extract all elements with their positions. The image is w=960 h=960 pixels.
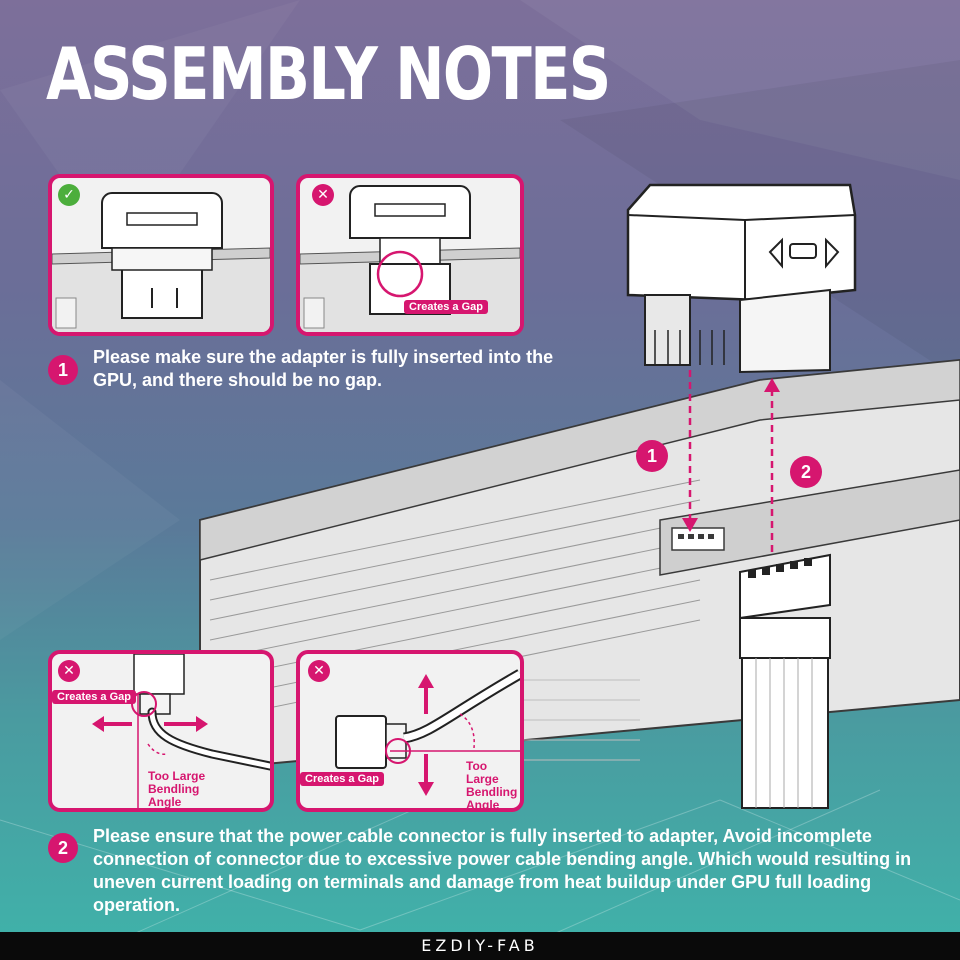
step-2-number: 2 [48, 833, 78, 863]
cross-icon: ✕ [312, 184, 334, 206]
creates-gap-label: Creates a Gap [300, 772, 384, 786]
callout-1: 1 [636, 440, 668, 472]
step-1-number: 1 [48, 355, 78, 385]
vertical-bend-illustration [335, 669, 520, 796]
callout-2: 2 [790, 456, 822, 488]
side-bend-illustration [92, 654, 270, 808]
bend-angle-label: Too Large Bendling Angle [466, 759, 518, 812]
creates-gap-label: Creates a Gap [404, 300, 488, 314]
brand-footer: EZDIY-FAB [0, 932, 960, 960]
page-title: ASSEMBLY NOTES [46, 32, 611, 116]
step-2-text: Please ensure that the power cable conne… [93, 826, 912, 915]
cross-icon: ✕ [308, 660, 330, 682]
panel-side-bend: ✕ Creates a Gap Too Large Bendling Angle [48, 650, 274, 812]
checkmark-icon: ✓ [58, 184, 80, 206]
panel-gap-insertion: ✕ Creates a Gap [296, 174, 524, 336]
panel-vertical-bend: ✕ Creates a Gap Too Large Bendling Angle [296, 650, 524, 812]
correct-insertion-illustration [52, 192, 270, 332]
gap-insertion-illustration [300, 185, 520, 332]
cross-icon: ✕ [58, 660, 80, 682]
bend-angle-label: Too Large Bendling Angle [148, 769, 206, 809]
creates-gap-label: Creates a Gap [52, 690, 136, 704]
step-1-text: Please make sure the adapter is fully in… [93, 347, 554, 390]
panel-correct-insertion: ✓ [48, 174, 274, 336]
